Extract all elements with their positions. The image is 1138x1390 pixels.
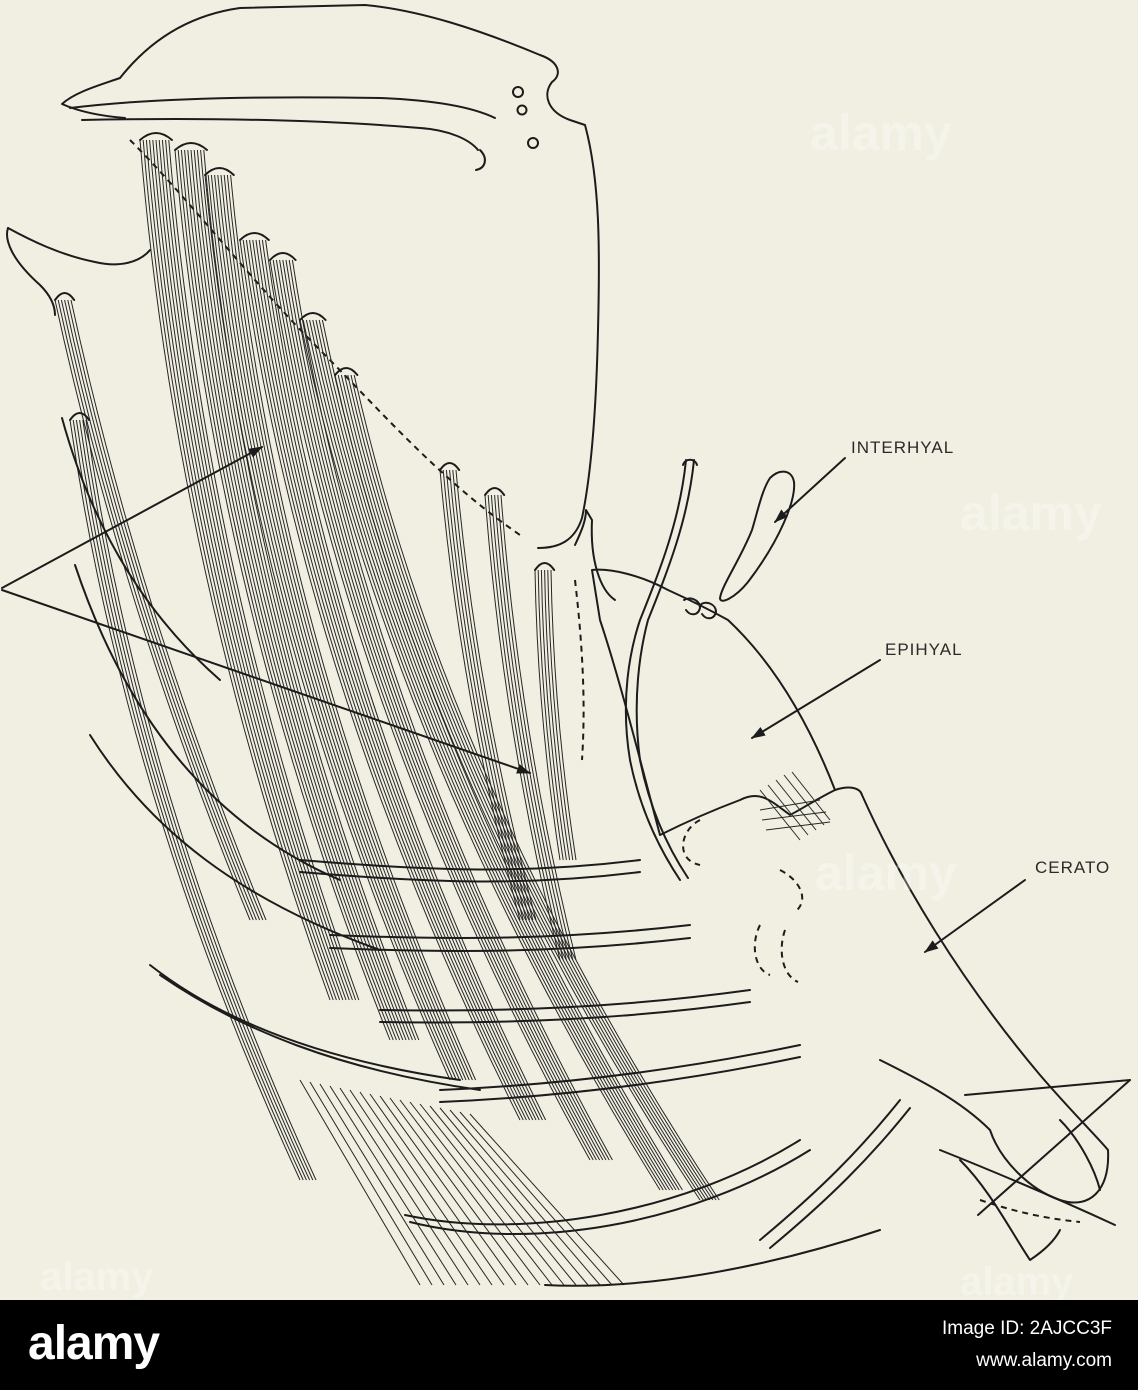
hatch-line bbox=[410, 1102, 552, 1285]
ray-strand bbox=[456, 470, 536, 920]
hatch-line bbox=[370, 1094, 504, 1285]
ray-strand bbox=[262, 240, 542, 1120]
svg-text:alamy: alamy bbox=[960, 485, 1102, 541]
interhyal-label: INTERHYAL bbox=[851, 438, 954, 457]
branchiostegal-rays bbox=[55, 133, 719, 1285]
hatch-line bbox=[310, 1082, 432, 1285]
epihyal-bone bbox=[592, 460, 835, 880]
ray-tip bbox=[440, 463, 459, 470]
hatch-line bbox=[400, 1100, 540, 1285]
ray-tip bbox=[205, 168, 234, 175]
ray-tip bbox=[240, 233, 269, 240]
ray-strand bbox=[259, 240, 539, 1120]
site-url-link[interactable]: www.alamy.com bbox=[976, 1350, 1112, 1372]
cerato-label: CERATO bbox=[1035, 858, 1110, 877]
ray-strand bbox=[538, 570, 563, 860]
hatch-line bbox=[330, 1086, 456, 1285]
ray-tip bbox=[55, 293, 74, 300]
ray-strand bbox=[70, 420, 300, 1180]
anatomical-figure: INTERHYAL EPIHYAL CERATO alamy alamy ala… bbox=[0, 0, 1138, 1300]
ray-strand bbox=[450, 470, 530, 920]
ray-tip bbox=[175, 143, 207, 150]
svg-text:alamy: alamy bbox=[815, 845, 957, 901]
ligament-fibres bbox=[760, 772, 830, 840]
ray-strand bbox=[453, 470, 533, 920]
interhyal-bone bbox=[720, 472, 794, 601]
image-id-text: Image ID: 2AJCC3F bbox=[942, 1318, 1112, 1340]
ray-strand bbox=[498, 495, 573, 960]
interhyal-leader bbox=[775, 458, 845, 522]
ray-strand bbox=[76, 420, 306, 1180]
ray-tip bbox=[140, 133, 172, 140]
hatch-line bbox=[380, 1096, 516, 1285]
ray-tip bbox=[485, 488, 504, 495]
ray-strand bbox=[535, 570, 560, 860]
hatch-line bbox=[390, 1098, 528, 1285]
dashed-line-right bbox=[575, 580, 584, 760]
hatch-line bbox=[320, 1084, 444, 1285]
svg-text:alamy: alamy bbox=[40, 1255, 154, 1299]
brand-logo[interactable]: alamy bbox=[28, 1316, 159, 1371]
epihyal-leader bbox=[752, 660, 880, 738]
branchiostegal-curves bbox=[62, 418, 910, 1286]
hatch-line bbox=[460, 1112, 612, 1285]
svg-text:alamy: alamy bbox=[810, 105, 952, 161]
hatch-line bbox=[300, 1080, 420, 1285]
ray-strand bbox=[495, 495, 570, 960]
ray-strand bbox=[354, 375, 719, 1200]
dashed-lobes bbox=[683, 820, 802, 982]
ray-tip bbox=[300, 313, 326, 320]
footer-bar: alamy Image ID: 2AJCC3F www.alamy.com bbox=[0, 1300, 1138, 1390]
svg-text:alamy: alamy bbox=[960, 1260, 1074, 1300]
ray-tip bbox=[535, 563, 554, 570]
epihyal-label: EPIHYAL bbox=[885, 640, 963, 659]
ray-tip bbox=[270, 253, 296, 260]
